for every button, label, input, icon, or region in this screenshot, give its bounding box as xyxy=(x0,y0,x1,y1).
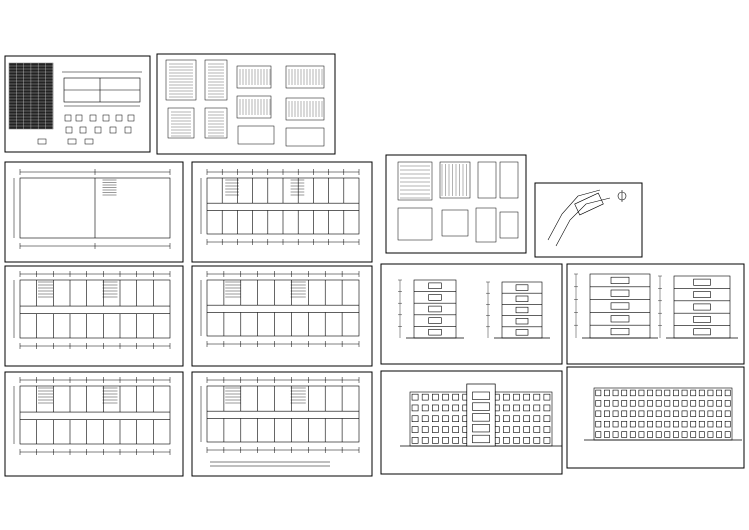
elevation-lines xyxy=(584,387,742,441)
drawing-plan-4[interactable] xyxy=(191,265,373,367)
floor-plan-lines xyxy=(13,169,171,249)
floor-plan-lines xyxy=(200,169,360,245)
drawing-plan-2[interactable] xyxy=(191,161,373,263)
drawing-front-elevation[interactable] xyxy=(380,370,563,475)
drawing-side-elevations[interactable] xyxy=(380,263,563,365)
drawing-plan-6[interactable] xyxy=(191,371,373,477)
drawing-plan-1[interactable] xyxy=(4,161,184,263)
floor-plan-lines xyxy=(13,377,171,455)
stair-plans xyxy=(165,59,325,147)
drawing-stair-details[interactable] xyxy=(156,53,336,155)
elevation-lines xyxy=(486,281,550,339)
drawing-schedule-and-details[interactable] xyxy=(4,55,151,153)
title-block-lines xyxy=(210,461,330,467)
drawing-plan-3[interactable] xyxy=(4,265,184,367)
schedule-table xyxy=(8,62,54,130)
floor-plan-lines xyxy=(13,271,171,349)
ground-floor-mini-plan xyxy=(62,71,142,107)
site-layout xyxy=(547,189,627,247)
detail-sections xyxy=(397,161,519,243)
drawing-plan-5[interactable] xyxy=(4,371,184,477)
elevation-lines xyxy=(574,273,658,339)
drawing-rear-elevation[interactable] xyxy=(566,366,745,469)
floor-plan-lines xyxy=(200,377,360,453)
elevation-lines xyxy=(398,279,464,339)
drawing-wall-details[interactable] xyxy=(385,154,527,254)
detail-symbols xyxy=(37,114,135,145)
drawing-site-plan[interactable] xyxy=(534,182,643,258)
drawing-sections[interactable] xyxy=(566,263,745,365)
floor-plan-lines xyxy=(200,271,360,347)
elevation-lines xyxy=(400,383,562,447)
elevation-lines xyxy=(658,275,738,339)
